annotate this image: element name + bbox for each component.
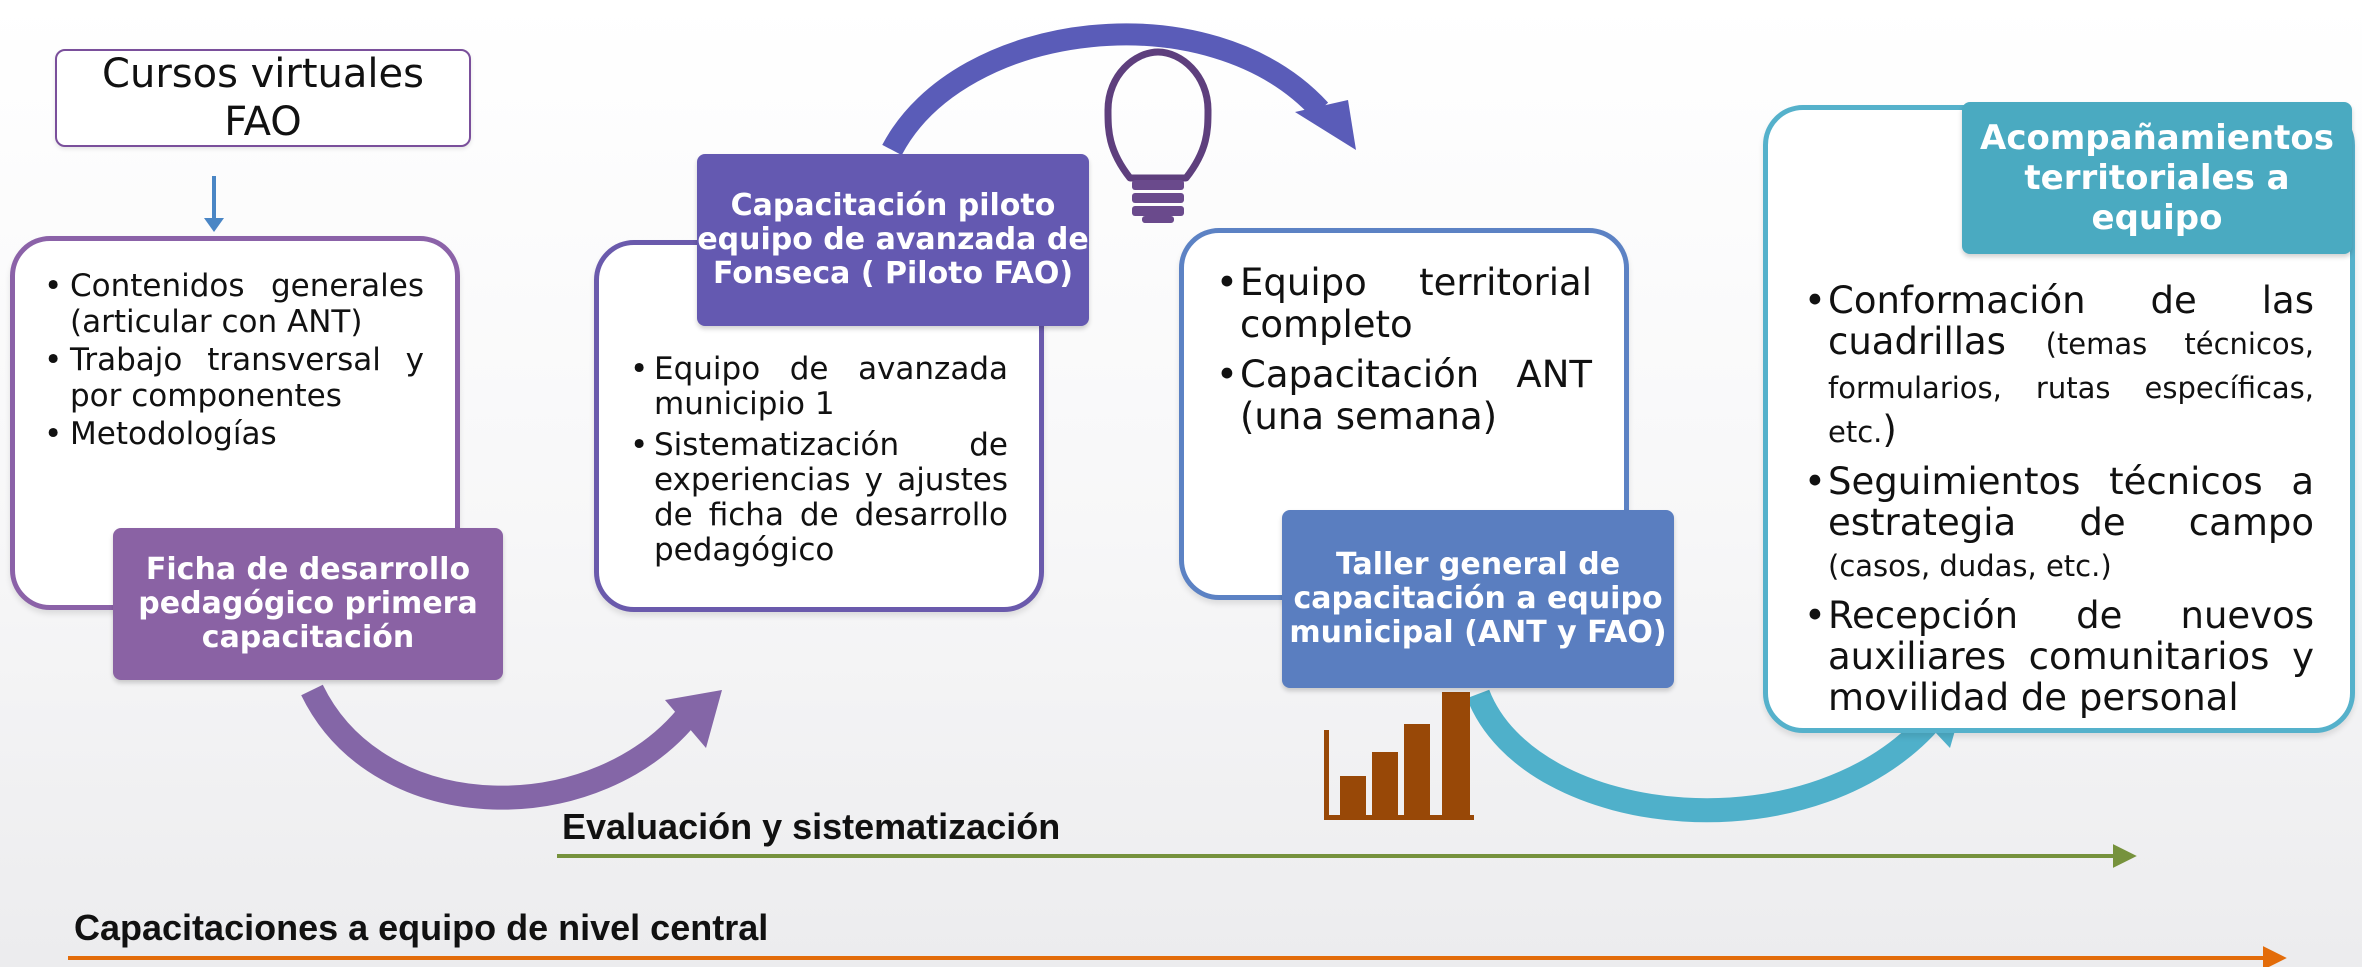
title-line-1: Cursos virtuales	[102, 51, 424, 97]
step3-label: Taller general de capacitación a equipo …	[1282, 510, 1674, 688]
down-arrow	[204, 176, 224, 232]
step1-bullet: Metodologías	[44, 416, 424, 452]
bar-chart-icon	[1324, 692, 1474, 820]
step4-bullet-detail: (casos, dudas, etc.)	[1828, 549, 2112, 583]
step2-label: Capacitación piloto equipo de avanzada d…	[697, 154, 1089, 326]
step4-label-text: Acompañamientos territoriales a equipo	[1980, 118, 2334, 238]
step4-bullet-detail: (temas técnicos, formularios, rutas espe…	[1828, 327, 2315, 449]
step4-bullet: Seguimientos técnicos a estrategia de ca…	[1804, 461, 2314, 587]
step1-label: Ficha de desarrollo pedagógico primera c…	[113, 528, 503, 680]
step1-bullet: Trabajo transversal y por componentes	[44, 342, 424, 414]
step2-bullet: Equipo de avanzada municipio 1	[630, 352, 1008, 422]
step1-bullet: Contenidos generales (articular con ANT)	[44, 268, 424, 340]
step4-bullet-list: Conformación de las cuadrillas (temas té…	[1804, 280, 2314, 726]
step1-bullet-list: Contenidos generales (articular con ANT)…	[44, 268, 424, 454]
curved-arrow-1	[301, 684, 722, 810]
evaluation-timeline-label: Evaluación y sistematización	[562, 806, 1061, 847]
step3-bullet: Capacitación ANT (una semana)	[1216, 354, 1592, 438]
lightbulb-icon	[1104, 48, 1212, 223]
step4-label: Acompañamientos territoriales a equipo	[1962, 102, 2352, 254]
step2-bullet-list: Equipo de avanzada municipio 1 Sistemati…	[630, 352, 1008, 574]
step3-label-text: Taller general de capacitación a equipo …	[1289, 547, 1667, 650]
step3-bullet: Equipo territorial completo	[1216, 262, 1592, 346]
step4-bullet-main: Conformación de las cuadrillas	[1828, 279, 2314, 363]
central-timeline-label: Capacitaciones a equipo de nivel central	[74, 907, 769, 948]
step4-bullet: Conformación de las cuadrillas (temas té…	[1804, 280, 2314, 453]
step4-bullet: Recepción de nuevos auxiliares comunitar…	[1804, 595, 2314, 718]
virtual-courses-box: Cursos virtuales FAO	[55, 49, 471, 147]
step4-bullet-main: Seguimientos técnicos a estrategia de ca…	[1828, 460, 2314, 544]
title-line-2: FAO	[224, 99, 302, 145]
step2-bullet: Sistematización de experiencias y ajuste…	[630, 428, 1008, 568]
step4-bullet-main: Recepción de nuevos auxiliares comunitar…	[1828, 594, 2314, 719]
step1-label-text: Ficha de desarrollo pedagógico primera c…	[138, 552, 478, 655]
step4-bullet-tail: )	[1882, 408, 1897, 451]
step2-label-text: Capacitación piloto equipo de avanzada d…	[697, 188, 1089, 291]
curved-arrow-2	[882, 23, 1356, 156]
step3-bullet-list: Equipo territorial completo Capacitación…	[1216, 262, 1592, 446]
